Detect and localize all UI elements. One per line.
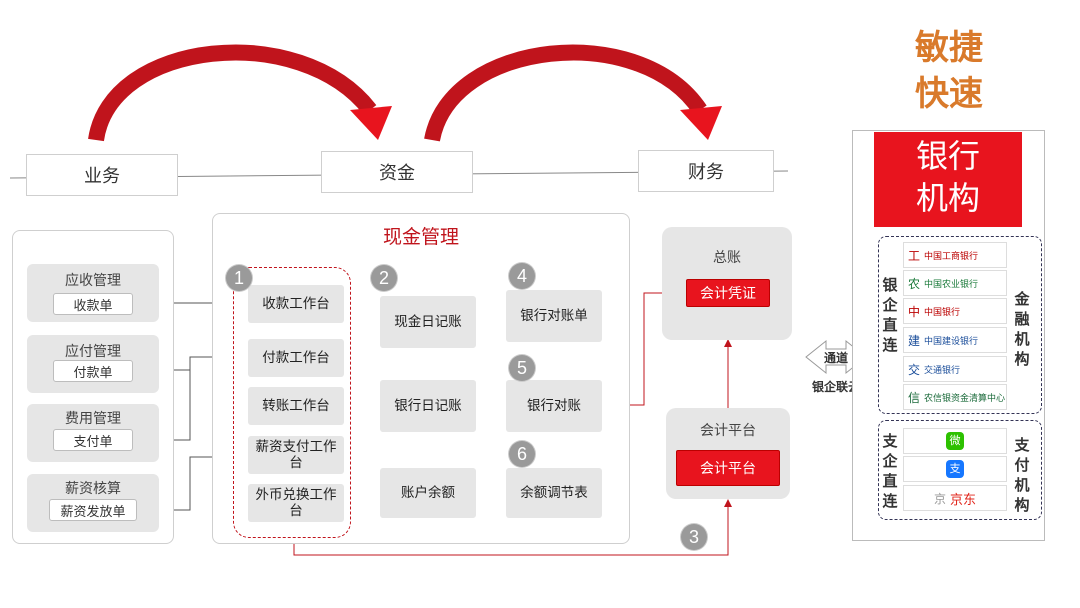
node-bank-statement[interactable]: 银行对账单	[506, 290, 602, 342]
header-funds: 资金	[321, 151, 473, 193]
payment-doc[interactable]: 付款单	[53, 360, 133, 382]
icbc-icon: 工	[908, 248, 921, 263]
group-payroll: 薪资核算 薪资发放单	[27, 474, 159, 532]
alipay-icon: 支	[946, 460, 964, 478]
accounting-platform-button[interactable]: 会计平台	[676, 450, 780, 486]
bank-direct-group	[878, 236, 1042, 414]
bank-logo-bocom[interactable]: 交交通银行	[903, 356, 1007, 382]
header-business: 业务	[26, 154, 178, 196]
bank-direct-label: 银企直连	[882, 277, 898, 354]
channel-sub: 银企联云	[811, 380, 860, 394]
cash-management-title: 现金管理	[382, 227, 459, 248]
group-title: 费用管理	[65, 410, 121, 426]
bank-institution-line1: 银行	[915, 138, 980, 174]
pay-direct-label: 支企直连	[882, 433, 898, 510]
bank-logo-icbc[interactable]: 工中国工商银行	[903, 242, 1007, 268]
arc-funds-to-finance	[424, 44, 707, 142]
bank-logo-boc[interactable]: 中中国银行	[903, 298, 1007, 324]
arc-head-2	[680, 106, 722, 140]
bank-institution-header: 银行 机构	[874, 132, 1022, 227]
step-number-5: 5	[509, 355, 535, 381]
node-bank-journal[interactable]: 银行日记账	[380, 380, 476, 432]
payment-logo-alipay[interactable]: 支	[903, 456, 1007, 482]
pay-direct-group	[878, 420, 1042, 520]
node-balance-adjust[interactable]: 余额调节表	[506, 468, 602, 518]
wechat-icon: 微	[946, 432, 964, 450]
pay-doc[interactable]: 支付单	[53, 429, 133, 451]
group-expense: 费用管理 支付单	[27, 404, 159, 462]
group-receivable: 应收管理 收款单	[27, 264, 159, 322]
arc-business-to-funds	[88, 44, 377, 142]
abc-icon: 农	[908, 276, 921, 291]
arc-head-1	[350, 106, 392, 140]
bank-logo-ccb[interactable]: 建中国建设银行	[903, 327, 1007, 353]
bank-name: 中国建设银行	[924, 335, 979, 346]
group-payable: 应付管理 付款单	[27, 335, 159, 393]
workbench-transfer[interactable]: 转账工作台	[248, 387, 344, 425]
bank-institution-line2: 机构	[915, 180, 980, 216]
bank-name: 中国银行	[924, 306, 961, 317]
accounting-platform-title: 会计平台	[700, 422, 756, 438]
header-finance: 财务	[638, 150, 774, 192]
node-account-balance[interactable]: 账户余额	[380, 468, 476, 518]
bank-name: 中国工商银行	[924, 250, 979, 261]
workbench-group	[233, 267, 351, 538]
workbench-payment[interactable]: 付款工作台	[248, 339, 344, 377]
node-bank-reconcile[interactable]: 银行对账	[506, 380, 602, 432]
workbench-salary[interactable]: 薪资支付工作台	[248, 436, 344, 474]
group-title: 应收管理	[65, 272, 121, 288]
bocom-icon: 交	[908, 362, 921, 377]
step-number-4: 4	[509, 263, 535, 289]
bank-name: 农信银资金清算中心	[924, 392, 1006, 403]
workbench-receipt[interactable]: 收款工作台	[248, 285, 344, 323]
step-number-3: 3	[681, 524, 707, 550]
payment-institution-label: 支付机构	[1014, 437, 1030, 514]
group-title: 薪资核算	[65, 480, 121, 496]
ccb-icon: 建	[908, 333, 921, 348]
bank-name: 中国农业银行	[924, 278, 979, 289]
channel-label: 通道	[823, 351, 848, 365]
nongxin-icon: 信	[908, 390, 921, 405]
workbench-fx[interactable]: 外币兑换工作台	[248, 484, 344, 522]
slogan-line2: 快速	[915, 75, 983, 113]
voucher-button[interactable]: 会计凭证	[686, 279, 770, 307]
step-number-2: 2	[371, 265, 397, 291]
bank-logo-nongxin[interactable]: 信农信银资金清算中心	[903, 384, 1007, 410]
node-cash-journal[interactable]: 现金日记账	[380, 296, 476, 348]
step-number-1: 1	[226, 265, 252, 291]
salary-doc[interactable]: 薪资发放单	[49, 499, 137, 521]
step-number-6: 6	[509, 441, 535, 467]
receipt-doc[interactable]: 收款单	[53, 293, 133, 315]
financial-institution-label: 金融机构	[1014, 291, 1030, 368]
group-title: 应付管理	[65, 343, 121, 359]
bank-logo-abc[interactable]: 农中国农业银行	[903, 270, 1007, 296]
payment-logo-jd[interactable]: 京京东	[903, 485, 1007, 511]
general-ledger-title: 总账	[713, 249, 741, 265]
payment-logo-wechat[interactable]: 微	[903, 428, 1007, 454]
bank-name: 交通银行	[924, 364, 961, 375]
jd-name: 京东	[950, 491, 977, 507]
general-ledger-panel: 总账	[662, 227, 792, 340]
boc-icon: 中	[908, 304, 921, 319]
jd-dog-icon: 京	[933, 491, 946, 506]
slogan-line1: 敏捷	[915, 29, 983, 67]
